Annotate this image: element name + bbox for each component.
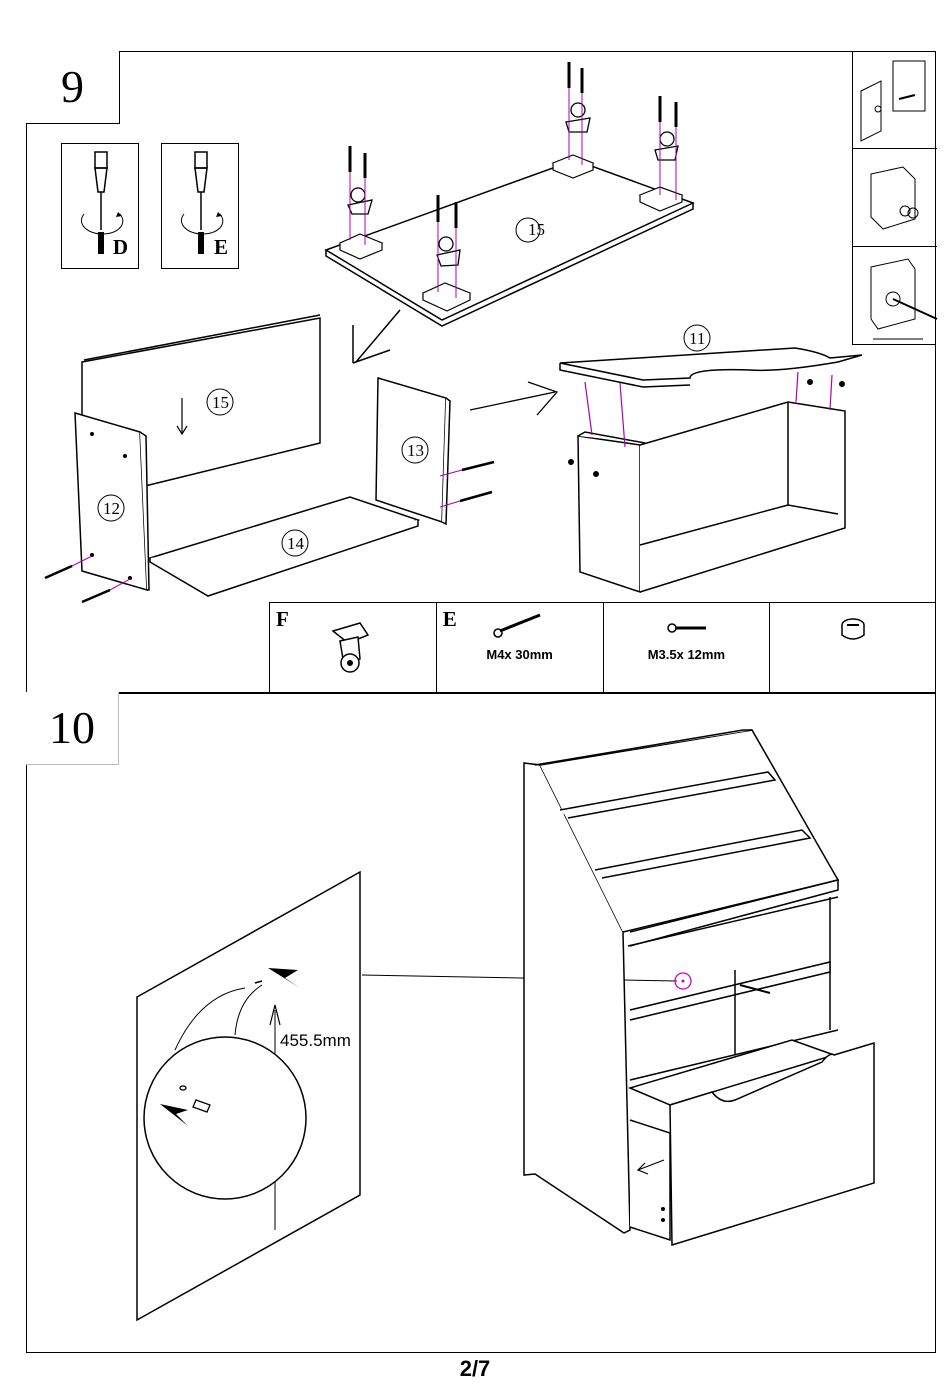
part-caster: F xyxy=(269,603,436,693)
bottom-panel-14 xyxy=(150,497,418,596)
part-cam-lock xyxy=(769,603,936,693)
assembled-box xyxy=(578,402,845,592)
zoom-circle xyxy=(144,1037,306,1199)
m4-screws xyxy=(460,462,494,501)
label-12: 12 xyxy=(103,499,120,518)
page-number: 2/7 xyxy=(0,1356,950,1382)
assembly-arrow xyxy=(470,382,557,415)
cam-lock-steps xyxy=(852,51,936,345)
cam-step-1 xyxy=(853,51,937,149)
part-dimension: M4x 30mm xyxy=(437,647,603,662)
part-letter: E xyxy=(443,607,457,632)
cam-step-2 xyxy=(853,149,937,247)
part-screw-m3-5: M3.5x 12mm xyxy=(603,603,770,693)
cam-step-3 xyxy=(853,247,937,345)
label-11: 11 xyxy=(689,329,705,348)
screw-icon xyxy=(492,611,552,641)
parts-table: F E M4x 30mm M3.5x 12mm xyxy=(269,602,936,693)
cam-insert-icon xyxy=(853,51,937,149)
label-15-back: 15 xyxy=(212,393,229,412)
flip-arrow xyxy=(353,310,400,363)
step9-drawing: 15 15 12 13 14 11 xyxy=(0,0,950,700)
screw-icon xyxy=(666,621,716,635)
cam-lock-icon xyxy=(838,615,868,645)
part-letter: F xyxy=(276,607,289,632)
cam-bolt-icon xyxy=(853,149,937,247)
part-dimension: M3.5x 12mm xyxy=(604,647,770,662)
callout-line xyxy=(362,975,677,981)
cam-tighten-icon xyxy=(853,247,937,345)
part-screw-m4: E M4x 30mm xyxy=(436,603,603,693)
label-14: 14 xyxy=(287,534,305,553)
caster-icon xyxy=(328,619,378,679)
label-13: 13 xyxy=(407,441,424,460)
height-measurement: 455.5mm xyxy=(280,1031,351,1050)
top-panel-11 xyxy=(560,348,862,387)
step10-drawing: 455.5mm xyxy=(0,700,950,1360)
label-15-top: 15 xyxy=(528,220,545,239)
